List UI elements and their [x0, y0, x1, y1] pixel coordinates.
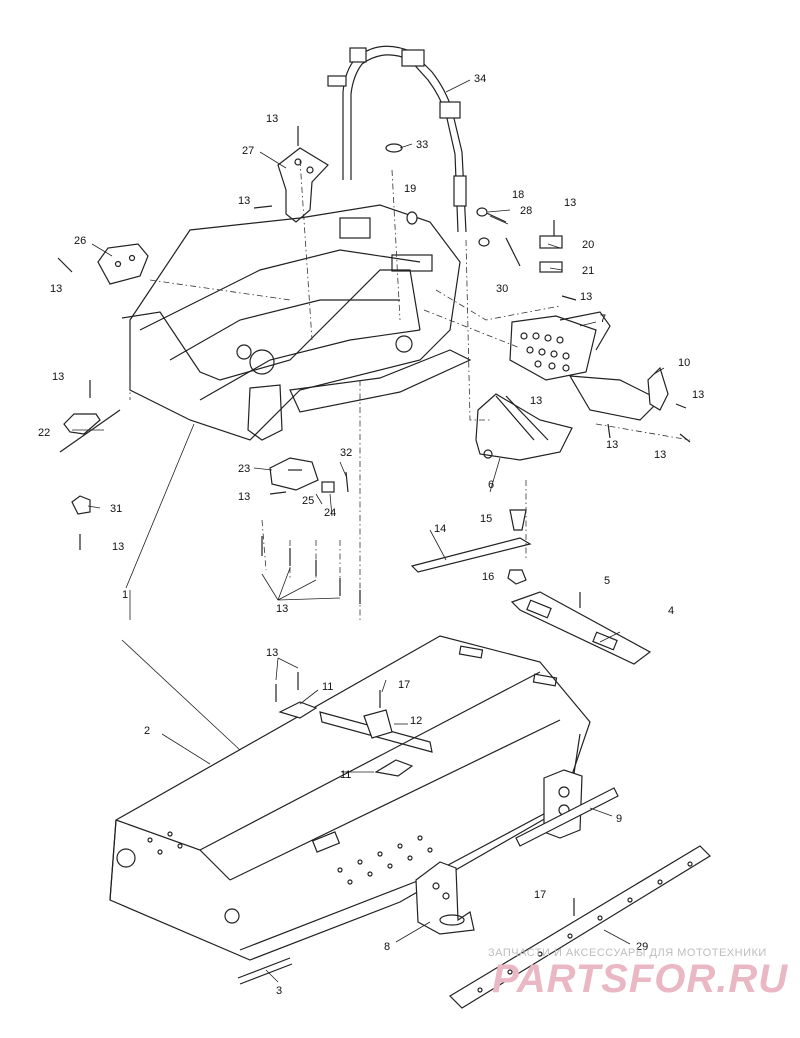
- alignment-lines: [129, 159, 691, 620]
- callout-33: 33: [416, 139, 428, 151]
- bracket-part-22: [59, 409, 121, 453]
- bracket-part-27: [277, 147, 329, 223]
- steering-post-part-34: [327, 45, 467, 233]
- callout-29: 29: [636, 941, 648, 953]
- callout-6: 6: [488, 479, 494, 491]
- callout-24: 24: [324, 507, 336, 519]
- callout-26: 26: [74, 235, 86, 247]
- callout-19: 19: [404, 183, 416, 195]
- callout-13: 13: [580, 291, 592, 303]
- callout-7: 7: [600, 313, 606, 325]
- hole-pattern: [520, 332, 570, 372]
- callout-labels: 34 13 33 27 13 19 18 28 13 20 21 26 13 3…: [38, 73, 704, 997]
- cross-brace-part-12: [278, 701, 433, 777]
- fasteners: [57, 126, 691, 916]
- tunnel-part-2: [109, 635, 591, 961]
- skid-part-14: [410, 509, 532, 585]
- watermark-brand: PARTSFOR.RU: [492, 957, 788, 1001]
- callout-10: 10: [678, 357, 690, 369]
- rod-part-3: [237, 957, 293, 985]
- callout-13: 13: [530, 395, 542, 407]
- callout-13: 13: [112, 541, 124, 553]
- callout-4: 4: [668, 605, 674, 617]
- callout-5: 5: [604, 575, 610, 587]
- callout-1: 1: [122, 589, 128, 601]
- tunnel-hole-row: [147, 831, 433, 885]
- callout-15: 15: [480, 513, 492, 525]
- callout-13: 13: [564, 197, 576, 209]
- callout-13: 13: [654, 449, 666, 461]
- leader-lines: [72, 79, 665, 983]
- callout-8: 8: [384, 941, 390, 953]
- callout-30: 30: [496, 283, 508, 295]
- rail-part-29: [449, 845, 711, 1009]
- callout-25: 25: [302, 495, 314, 507]
- plate-part-4: [510, 591, 652, 665]
- callout-13: 13: [52, 371, 64, 383]
- clip-part-31: [71, 495, 91, 515]
- front-suspension-assembly: [475, 311, 669, 461]
- callout-13: 13: [606, 439, 618, 451]
- callout-28: 28: [520, 205, 532, 217]
- callout-20: 20: [582, 239, 594, 251]
- callout-13: 13: [238, 195, 250, 207]
- callout-12: 12: [410, 715, 422, 727]
- callout-11: 11: [340, 769, 351, 781]
- callout-31: 31: [110, 503, 122, 515]
- callout-13: 13: [266, 647, 278, 659]
- callout-32: 32: [340, 447, 352, 459]
- callout-13: 13: [266, 113, 278, 125]
- callout-16: 16: [482, 571, 494, 583]
- callout-14: 14: [434, 523, 446, 535]
- front-frame: [121, 204, 472, 441]
- callout-9: 9: [616, 813, 622, 825]
- callout-11: 11: [322, 681, 333, 693]
- bracket-part-9: [515, 769, 619, 847]
- callout-21: 21: [582, 265, 594, 277]
- callout-23: 23: [238, 463, 250, 475]
- watermark: ЗАПЧАСТИ И АКСЕССУАРЫ ДЛЯ МОТОТЕХНИКИ PA…: [488, 947, 788, 1001]
- callout-18: 18: [512, 189, 524, 201]
- callout-27: 27: [242, 145, 254, 157]
- callout-17: 17: [398, 679, 410, 691]
- watermark-tagline: ЗАПЧАСТИ И АКСЕССУАРЫ ДЛЯ МОТОТЕХНИКИ: [488, 947, 767, 959]
- callout-3: 3: [276, 985, 282, 997]
- callout-13: 13: [238, 491, 250, 503]
- callout-2: 2: [144, 725, 150, 737]
- callout-13: 13: [276, 603, 288, 615]
- callout-17: 17: [534, 889, 546, 901]
- plate-part-26: [97, 243, 149, 285]
- callout-13: 13: [50, 283, 62, 295]
- rail-holes: [477, 861, 693, 993]
- hinge-part-23: [269, 457, 335, 493]
- callout-34: 34: [474, 73, 486, 85]
- callout-13: 13: [692, 389, 704, 401]
- callout-22: 22: [38, 427, 50, 439]
- bracket-part-8: [415, 861, 475, 935]
